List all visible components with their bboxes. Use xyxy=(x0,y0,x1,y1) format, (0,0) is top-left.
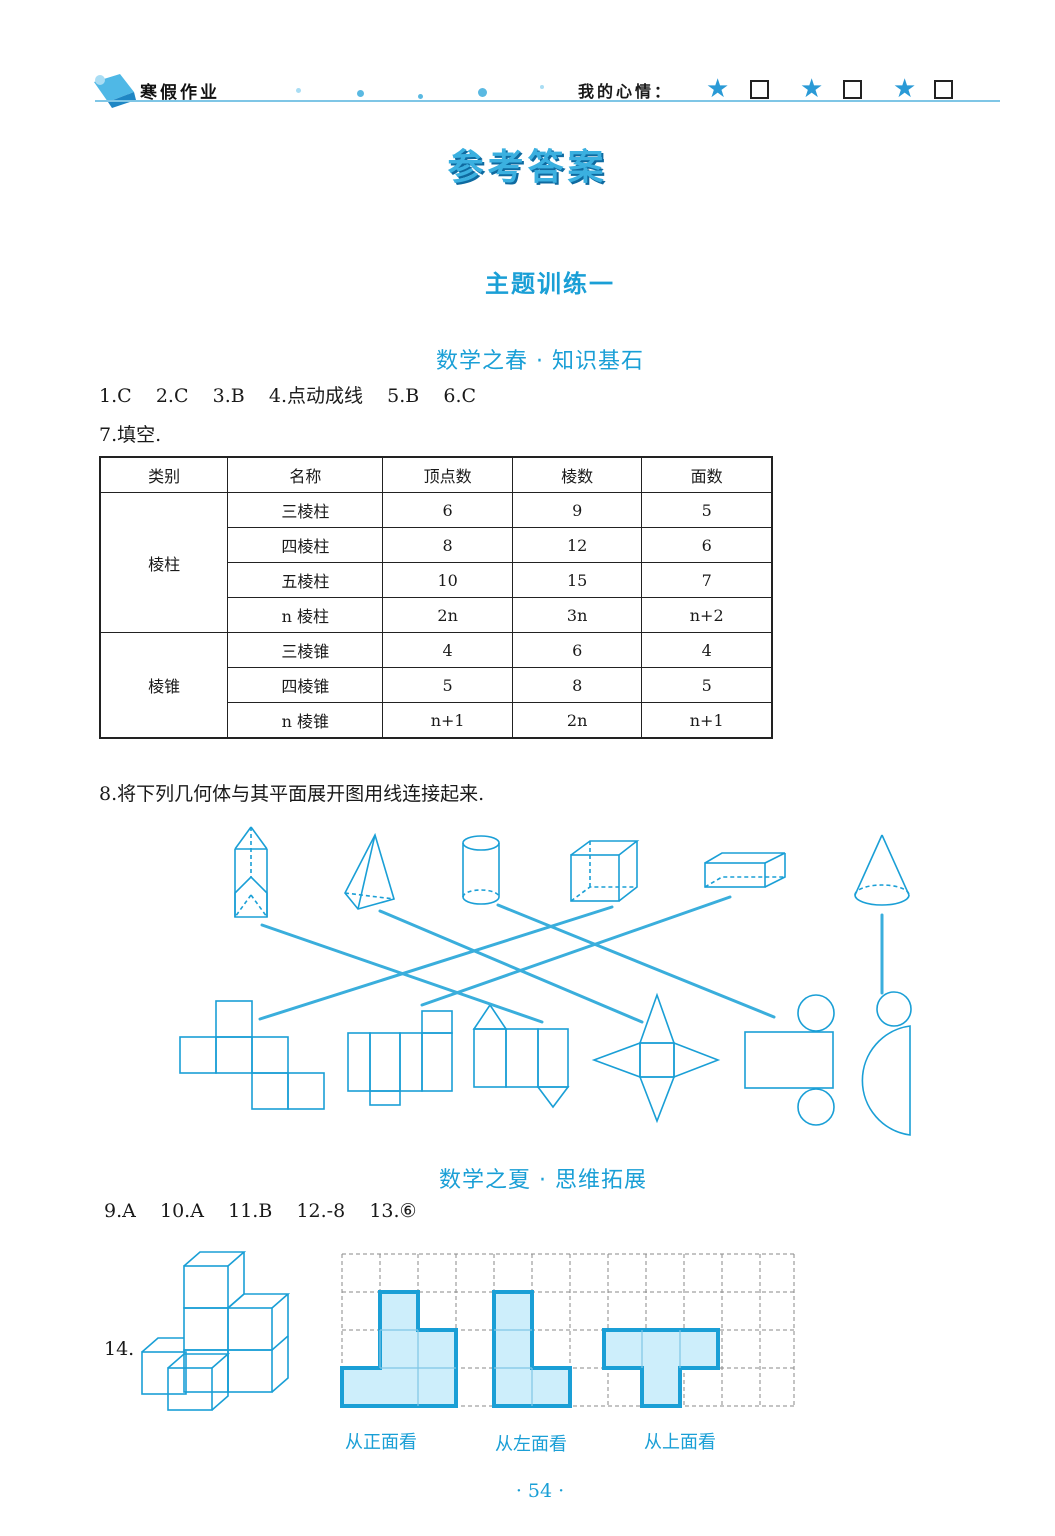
table-cell: 6 xyxy=(641,527,773,563)
table-cell: 4 xyxy=(641,632,773,668)
cube-figure xyxy=(570,840,640,902)
table-cell: 12 xyxy=(511,527,643,563)
table-cell: 四棱柱 xyxy=(227,527,384,563)
section-title: 主题训练一 xyxy=(485,270,615,298)
star-icon: ★ xyxy=(893,74,917,104)
table-cell: 五棱柱 xyxy=(227,562,384,598)
answers-line-1-6: 1.C 2.C 3.B 4.点动成线 5.B 6.C xyxy=(99,385,477,407)
table-cell: 7 xyxy=(641,562,773,598)
star-icon: ★ xyxy=(800,74,824,104)
table-header: 名称 xyxy=(227,456,384,493)
table-cell: n 棱锥 xyxy=(227,702,384,739)
table-cell: 三棱柱 xyxy=(227,492,384,528)
table-cell: 5 xyxy=(641,492,773,528)
header-dot xyxy=(296,88,301,93)
table-cell: 5 xyxy=(382,667,513,703)
part2-title: 数学之夏 · 思维拓展 xyxy=(439,1168,647,1193)
table-cell: 15 xyxy=(511,562,643,598)
table-cell: 9 xyxy=(511,492,643,528)
table-header: 面数 xyxy=(641,456,773,493)
category-cell: 棱锥 xyxy=(99,632,229,739)
cone-figure xyxy=(854,834,910,906)
rectangular-prism-figure xyxy=(704,852,786,888)
table-cell: 5 xyxy=(641,667,773,703)
table-cell: 6 xyxy=(511,632,643,668)
mood-checkbox[interactable] xyxy=(843,80,862,99)
table-row: n 棱锥 n+1 2n n+1 xyxy=(100,702,773,739)
solids-nets-matching-diagram xyxy=(179,826,912,1136)
three-views-grid xyxy=(340,1253,795,1408)
view-caption-left: 从左面看 xyxy=(495,1434,567,1455)
table-row: 五棱柱 10 15 7 xyxy=(100,562,773,598)
table-cell: 6 xyxy=(382,492,513,528)
mood-checkbox[interactable] xyxy=(750,80,769,99)
table-cell: 3n xyxy=(511,597,643,633)
triangular-pyramid-figure xyxy=(344,832,395,910)
front-view-shape xyxy=(340,1290,458,1408)
triangular-prism-net-figure xyxy=(472,1003,570,1109)
cylinder-figure xyxy=(462,835,500,905)
star-icon: ★ xyxy=(706,74,730,104)
cube-net-figure xyxy=(179,1000,325,1110)
mood-checkbox[interactable] xyxy=(934,80,953,99)
page-heading: 参考答案 xyxy=(447,147,608,188)
square-pyramid-net-figure xyxy=(591,992,721,1124)
q7-label: 7.填空. xyxy=(99,424,162,446)
match-line xyxy=(420,895,732,1007)
table-header: 顶点数 xyxy=(382,456,513,493)
table-header-row: 类别 名称 顶点数 棱数 面数 xyxy=(99,456,773,493)
table-cell: n+1 xyxy=(641,702,773,739)
part1-title: 数学之春 · 知识基石 xyxy=(436,349,644,374)
header-dot xyxy=(540,85,544,89)
cone-net-figure xyxy=(861,991,912,1136)
table-row: 棱锥 三棱锥 4 6 4 xyxy=(99,632,773,739)
table-cell: n 棱柱 xyxy=(227,597,384,633)
header-divider xyxy=(95,100,1000,102)
answers-line-9-13: 9.A 10.A 11.B 12.-8 13.⑥ xyxy=(104,1200,417,1222)
mood-label: 我的心情： xyxy=(578,82,674,101)
series-label: 寒假作业 xyxy=(140,83,220,103)
header-dot xyxy=(478,88,487,97)
table-row: n 棱柱 2n 3n n+2 xyxy=(100,597,773,633)
match-line xyxy=(378,909,644,1024)
cylinder-net-figure xyxy=(744,994,835,1126)
q14-label: 14. xyxy=(104,1338,135,1360)
table-header: 类别 xyxy=(99,456,229,493)
table-cell: 8 xyxy=(382,527,513,563)
q8-label: 8.将下列几何体与其平面展开图用线连接起来. xyxy=(99,783,485,805)
category-cell: 棱柱 xyxy=(99,492,229,633)
table-row: 四棱锥 5 8 5 xyxy=(100,667,773,703)
match-line xyxy=(496,903,776,1019)
polyhedra-table: 类别 名称 顶点数 棱数 面数 棱柱 三棱柱 6 9 5 四棱柱 8 12 6 … xyxy=(99,456,773,739)
header-dot xyxy=(418,94,423,99)
table-cell: 8 xyxy=(511,667,643,703)
table-cell: n+1 xyxy=(382,702,513,739)
header-dot xyxy=(357,90,364,97)
table-cell: 2n xyxy=(382,597,513,633)
table-header: 棱数 xyxy=(511,456,643,493)
view-caption-top: 从上面看 xyxy=(644,1432,716,1453)
page-number: · 54 · xyxy=(515,1480,565,1502)
table-cell: 10 xyxy=(382,562,513,598)
header-pencil-icon xyxy=(94,74,136,108)
table-row: 棱柱 三棱柱 6 9 5 xyxy=(99,492,773,633)
top-view-shape xyxy=(602,1328,720,1408)
table-cell: 四棱锥 xyxy=(227,667,384,703)
table-cell: 4 xyxy=(382,632,513,668)
table-cell: 三棱锥 xyxy=(227,632,384,668)
rectangular-prism-net-figure xyxy=(347,1010,453,1106)
table-cell: 2n xyxy=(511,702,643,739)
triangular-prism-figure xyxy=(234,826,268,918)
table-cell: n+2 xyxy=(641,597,773,633)
match-line xyxy=(258,905,614,1021)
left-view-shape xyxy=(492,1290,572,1408)
view-caption-front: 从正面看 xyxy=(345,1432,417,1453)
cube-stack-figure xyxy=(141,1251,291,1411)
